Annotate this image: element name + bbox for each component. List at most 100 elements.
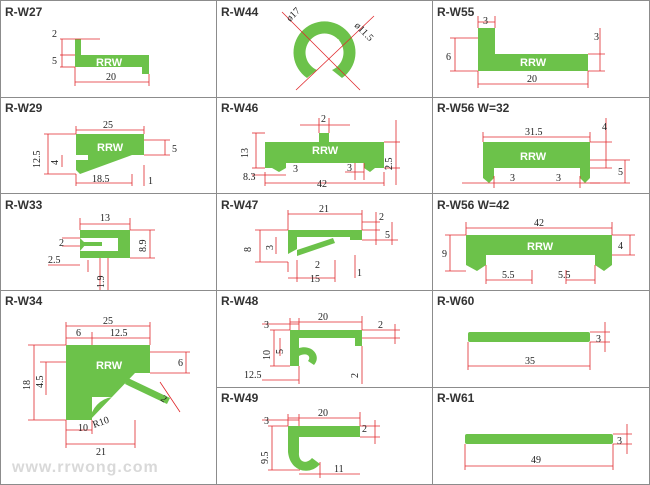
dimension-label: 10 (78, 423, 88, 434)
dimension-label: 3 (264, 416, 269, 427)
cell-label: R-W27 (5, 5, 43, 19)
dimension-label: 25 (103, 316, 113, 327)
profile-hook (299, 347, 317, 365)
dimension-label: 25 (103, 120, 113, 131)
dimension-label: 2 (379, 212, 384, 223)
profile-shape (75, 39, 149, 74)
dimension-label: 15 (310, 274, 320, 285)
cell-label: R-W60 (437, 294, 475, 308)
brand-mark: RRW (312, 145, 339, 157)
profile-shape (76, 134, 144, 174)
dimension-label: 2 (362, 424, 367, 435)
dimension-lines (464, 424, 632, 470)
dimension-label: 5.5 (558, 270, 571, 281)
profile-shape (465, 434, 613, 444)
dimension-label: 8.3 (243, 172, 256, 183)
cell-r-w61: R-W61 3 49 (437, 391, 632, 470)
profile-leg (66, 362, 92, 420)
dimension-lines (450, 16, 605, 88)
dimension-label: 2 (350, 373, 361, 378)
dimension-lines (462, 118, 630, 188)
profile-shape (478, 28, 588, 71)
dimension-label: 3 (264, 320, 269, 331)
cell-r-w49: R-W49 3 20 2 9.5 11 (221, 391, 380, 478)
cell-r-w56-w42: R-W56 W=42 RRW 42 4 9 5.5 5.5 (437, 198, 635, 284)
dimension-lines (48, 218, 155, 290)
dimension-lines (262, 316, 400, 384)
dimension-label: 10 (262, 350, 273, 360)
dimension-label: 8 (243, 247, 254, 252)
cell-r-w48: R-W48 3 20 2 10 5 12.5 2 (221, 294, 400, 384)
dimension-label: 9.5 (260, 452, 271, 465)
cell-label: R-W34 (5, 294, 43, 308)
cell-r-w55: R-W55 RRW 3 6 3 20 (437, 5, 605, 88)
dimension-label: 9 (442, 249, 447, 260)
dimension-label: 21 (96, 447, 106, 458)
dimension-lines (252, 118, 400, 186)
profile-lip (80, 242, 102, 246)
dimension-label: 2 (315, 260, 320, 271)
dimension-label: 5 (52, 56, 57, 67)
cell-r-w29: R-W29 RRW 25 12.5 4 5 18.5 1 (5, 101, 177, 187)
watermark: www.rrwong.com (11, 459, 159, 476)
dimension-label: 18 (22, 380, 33, 390)
cell-r-w27: R-W27 RRW 2 5 20 (5, 5, 150, 86)
dimension-label: 3 (617, 436, 622, 447)
dimension-label: 12.5 (110, 328, 128, 339)
dimension-label: 2.5 (384, 158, 395, 171)
dimension-label: 3 (347, 163, 352, 174)
brand-mark: RRW (520, 57, 547, 69)
cell-r-w44: R-W44 RRW ø17 ø11.5 (221, 5, 375, 91)
dimension-lines (281, 11, 375, 91)
dimension-label: 3 (596, 334, 601, 345)
dimension-label: 6 (76, 328, 81, 339)
dimension-label: 42 (534, 218, 544, 229)
cell-r-w56-w32: R-W56 W=32 RRW 31.5 4 5 3 3 (437, 101, 630, 188)
dimension-label: 2 (378, 320, 383, 331)
dimension-label: 2.5 (48, 255, 61, 266)
dimension-label: 4 (602, 122, 607, 133)
dimension-label: 11 (334, 464, 344, 475)
dimension-label: 4 (50, 160, 61, 165)
brand-mark: RRW (520, 151, 547, 163)
dimension-label: 2 (158, 393, 168, 405)
dimension-label: 5 (275, 349, 286, 354)
profile-lip (125, 378, 170, 404)
dimension-label: 13 (100, 213, 110, 224)
dimension-label: 6 (446, 52, 451, 63)
dimension-label: 49 (531, 455, 541, 466)
profile-shape (483, 142, 590, 183)
brand-mark: RRW (527, 241, 554, 253)
profile-hook (288, 452, 320, 471)
cell-r-w46: R-W46 RRW 2 13 2.5 8.3 3 42 3 (221, 101, 400, 190)
dimension-label: 1 (148, 176, 153, 187)
dimension-label: ø17 (284, 6, 302, 24)
dimension-label: 3 (265, 245, 276, 250)
dimension-lines (262, 412, 380, 478)
dimension-label: 18.5 (92, 174, 110, 185)
cell-label: R-W61 (437, 391, 475, 405)
dimension-label: R10 (91, 415, 110, 431)
cell-r-w34: R-W34 RRW 25 6 12.5 6 18 4.5 2 10 R10 21 (5, 294, 190, 458)
dimension-label: 12.5 (32, 151, 43, 169)
dimension-label: 2 (59, 238, 64, 249)
dimension-label: 6 (178, 358, 183, 369)
dimension-lines (28, 322, 190, 448)
brand-mark: RRW (97, 142, 124, 154)
dimension-label: 1 (357, 268, 362, 279)
dimension-label: 5 (618, 167, 623, 178)
dimension-label: 4.5 (35, 376, 46, 389)
dimension-label: 35 (525, 356, 535, 367)
cell-label: R-W47 (221, 198, 259, 212)
dimension-label: 20 (318, 312, 328, 323)
dimension-label: 20 (527, 74, 537, 85)
dimension-label: 2 (321, 114, 326, 125)
cell-label: R-W56 W=42 (437, 198, 510, 212)
profile-shape (265, 133, 384, 172)
profile-shape (466, 235, 612, 271)
dimension-label: 3 (594, 32, 599, 43)
dimension-label: 21 (319, 204, 329, 215)
cell-label: R-W29 (5, 101, 43, 115)
dimension-label: 1.9 (96, 276, 107, 289)
